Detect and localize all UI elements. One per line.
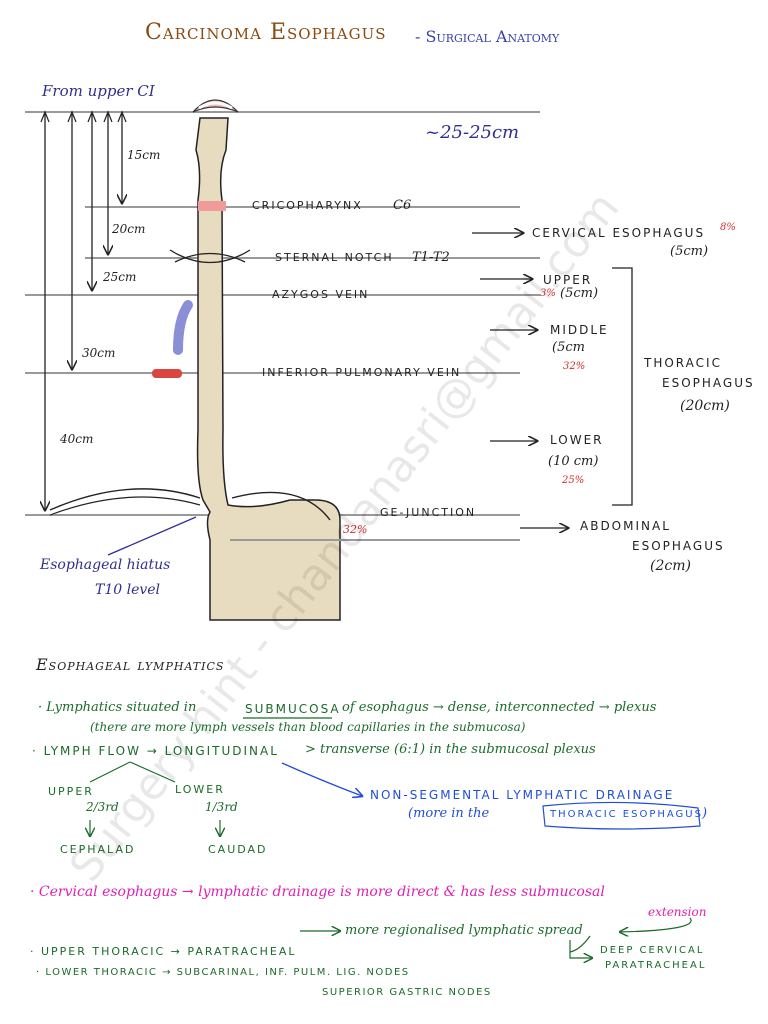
upper-thoracic-drainage: · UPPER THORACIC → PARATRACHEAL — [30, 945, 297, 958]
lower-fraction: 1/3rd — [205, 800, 238, 814]
non-segmental-close: ) — [702, 806, 708, 821]
hiatus-label: Esophageal hiatus — [40, 557, 171, 573]
dist-30-label: 30cm — [82, 346, 116, 360]
paratracheal-label: PARATRACHEAL — [605, 960, 707, 971]
ge-percent: 32% — [343, 523, 368, 536]
cervical-drainage-line: · Cervical esophagus → lymphatic drainag… — [30, 884, 605, 900]
azygos-vein-drawing — [173, 300, 193, 355]
cephalad-label: CEPHALAD — [60, 843, 136, 856]
middle-percent: 32% — [563, 361, 586, 372]
lymph-flow-line: · LYMPH FLOW → LONGITUDINAL — [32, 744, 279, 758]
non-segmental-thoracic: THORACIC ESOPHAGUS — [550, 809, 703, 820]
lymph-line1-c: of esophagus → dense, interconnected → p… — [342, 700, 657, 715]
inferior-pulmonary-vein-label: INFERIOR PULMONARY VEIN — [262, 366, 462, 379]
middle-length: (5cm — [552, 340, 585, 355]
caudad-label: CAUDAD — [208, 843, 268, 856]
thoracic-bracket — [612, 267, 633, 506]
non-segmental-label: NON-SEGMENTAL LYMPHATIC DRAINAGE — [370, 788, 675, 802]
upper-thoracic-label: UPPER — [543, 273, 593, 287]
upper-fraction: 2/3rd — [86, 800, 119, 814]
lower-thoracic-label: LOWER — [550, 433, 604, 447]
pulmonary-vein-drawing — [152, 369, 182, 378]
from-upper-label: From upper CI — [42, 82, 155, 100]
non-segmental-more: (more in the — [408, 806, 490, 821]
dist-15-label: 15cm — [127, 148, 161, 162]
upper-length: (5cm) — [560, 286, 599, 301]
total-length-label: ~25-25cm — [425, 122, 520, 143]
thoracic-length: (20cm) — [680, 398, 730, 414]
superior-gastric-nodes: SUPERIOR GASTRIC NODES — [322, 987, 492, 998]
c6-label: C6 — [393, 198, 412, 213]
cervical-esophagus-label: CERVICAL ESOPHAGUS — [532, 226, 706, 240]
lymph-line1-a: · Lymphatics situated in — [38, 700, 197, 715]
upper-percent: 3% — [540, 288, 556, 299]
diaphragm-drawing — [49, 488, 201, 511]
middle-thoracic-label: MIDDLE — [550, 323, 609, 337]
lower-branch-label: LOWER — [175, 783, 225, 796]
dist-40-label: 40cm — [60, 432, 94, 446]
regionalised-spread: more regionalised lymphatic spread — [345, 923, 583, 938]
lymph-transverse: > transverse (6:1) in the submucosal ple… — [305, 742, 596, 757]
thoracic-label-2: ESOPHAGUS — [662, 376, 755, 390]
page-title: Carcinoma Esophagus — [145, 20, 387, 45]
cricopharynx-label: CRICOPHARYNX — [252, 199, 363, 212]
lymph-submucosa: SUBMUCOSA — [245, 702, 341, 716]
deep-cervical-label: DEEP CERVICAL — [600, 945, 705, 956]
esophagus-tube — [195, 117, 341, 621]
t1t2-label: T1-T2 — [412, 250, 450, 265]
upper-branch-label: UPPER — [48, 785, 94, 798]
thoracic-label-1: THORACIC — [644, 356, 722, 370]
mouth-drawing — [192, 99, 239, 113]
lower-percent: 25% — [562, 475, 585, 486]
abdominal-length: (2cm) — [650, 558, 691, 574]
abdominal-label-2: ESOPHAGUS — [632, 539, 725, 553]
cricopharynx-band — [198, 201, 226, 211]
lower-length: (10 cm) — [548, 454, 599, 469]
abdominal-label-1: ABDOMINAL — [580, 519, 671, 533]
sternal-notch-label: STERNAL NOTCH — [275, 251, 394, 264]
azygos-vein-label: AZYGOS VEIN — [272, 288, 370, 301]
cervical-percent: 8% — [720, 222, 736, 233]
dist-25-label: 25cm — [103, 270, 137, 284]
ge-junction-label: GE-JUNCTION — [380, 506, 477, 519]
extension-label: extension — [648, 905, 707, 919]
lymphatics-heading: Esophageal lymphatics — [36, 655, 225, 674]
dist-20-label: 20cm — [112, 222, 146, 236]
page-subtitle: - Surgical Anatomy — [415, 27, 560, 46]
lower-thoracic-drainage: · LOWER THORACIC → SUBCARINAL, INF. PULM… — [36, 967, 410, 978]
cervical-length: (5cm) — [670, 244, 709, 259]
hiatus-level-label: T10 level — [95, 582, 161, 598]
lymph-line2: (there are more lymph vessels than blood… — [90, 720, 526, 734]
